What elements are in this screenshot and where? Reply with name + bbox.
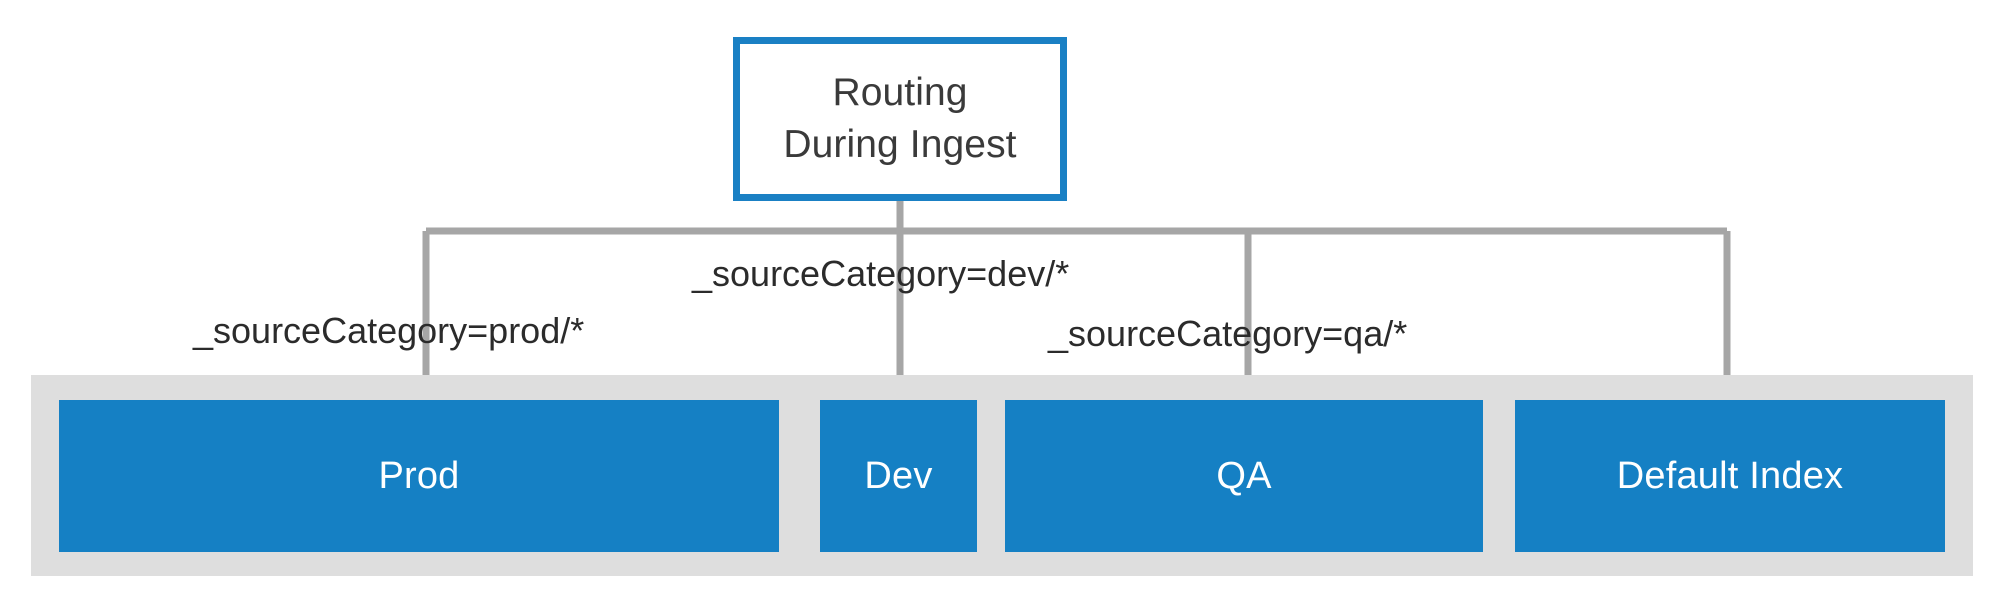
edge-label-prod: _sourceCategory=prod/*	[193, 310, 585, 351]
source-node-routing-during-ingest[interactable]: Routing During Ingest	[733, 37, 1067, 201]
edge-label-qa: _sourceCategory=qa/*	[1048, 313, 1408, 354]
destination-box-qa[interactable]: QA	[1005, 400, 1483, 552]
destination-label-dev: Dev	[864, 454, 933, 497]
destination-label-qa: QA	[1216, 454, 1272, 497]
destination-label-prod: Prod	[378, 454, 460, 497]
source-node-label-line-1: Routing	[832, 71, 968, 114]
destination-label-default-index: Default Index	[1616, 454, 1844, 497]
destination-box-dev[interactable]: Dev	[820, 400, 977, 552]
edge-label-dev: _sourceCategory=dev/*	[692, 253, 1070, 294]
destination-box-prod[interactable]: Prod	[59, 400, 779, 552]
source-node-label-line-2: During Ingest	[783, 123, 1017, 166]
destination-box-default-index[interactable]: Default Index	[1515, 400, 1945, 552]
